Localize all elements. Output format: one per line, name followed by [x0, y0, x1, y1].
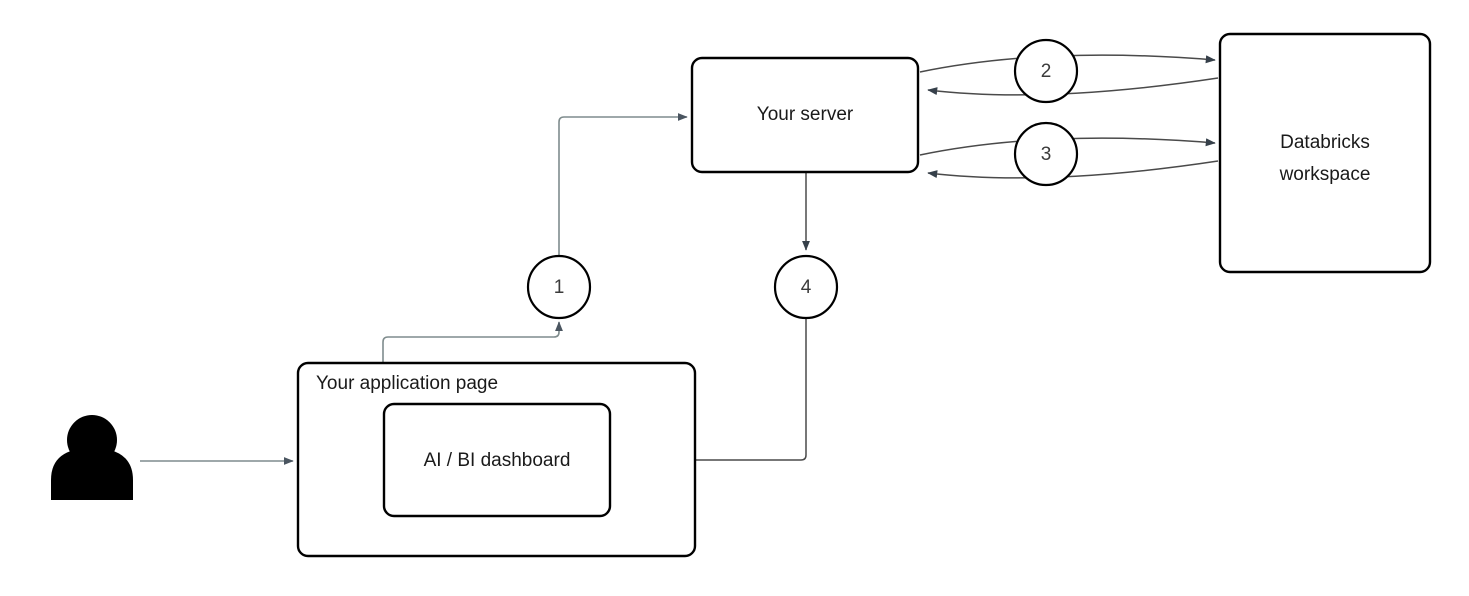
your-application-page-label: Your application page [316, 373, 498, 394]
databricks-workspace-label-line2: workspace [1279, 164, 1371, 185]
your-server-label: Your server [757, 104, 854, 125]
your-server[interactable]: Your server [690, 56, 920, 174]
actor-body-icon [51, 448, 133, 500]
edge-server-to-dashboard [632, 172, 810, 464]
step-badge-1[interactable]: 1 [526, 254, 592, 320]
edge-app-to-server [382, 113, 688, 363]
ai-bi-dashboard-label: AI / BI dashboard [424, 450, 571, 471]
step-badge-3-label: 3 [1041, 144, 1052, 165]
user-actor [51, 415, 133, 500]
step-badge-2[interactable]: 2 [1013, 38, 1079, 104]
ai-bi-dashboard[interactable]: AI / BI dashboard [382, 402, 612, 518]
step-badge-3[interactable]: 3 [1013, 121, 1079, 187]
step-badge-1-label: 1 [554, 277, 565, 298]
step-badge-2-label: 2 [1041, 61, 1052, 82]
step-badge-4-label: 4 [801, 277, 812, 298]
step-badge-4[interactable]: 4 [773, 254, 839, 320]
databricks-workspace-label-line1: Databricks [1280, 132, 1370, 153]
databricks-workspace[interactable]: Databricks workspace [1218, 32, 1432, 274]
